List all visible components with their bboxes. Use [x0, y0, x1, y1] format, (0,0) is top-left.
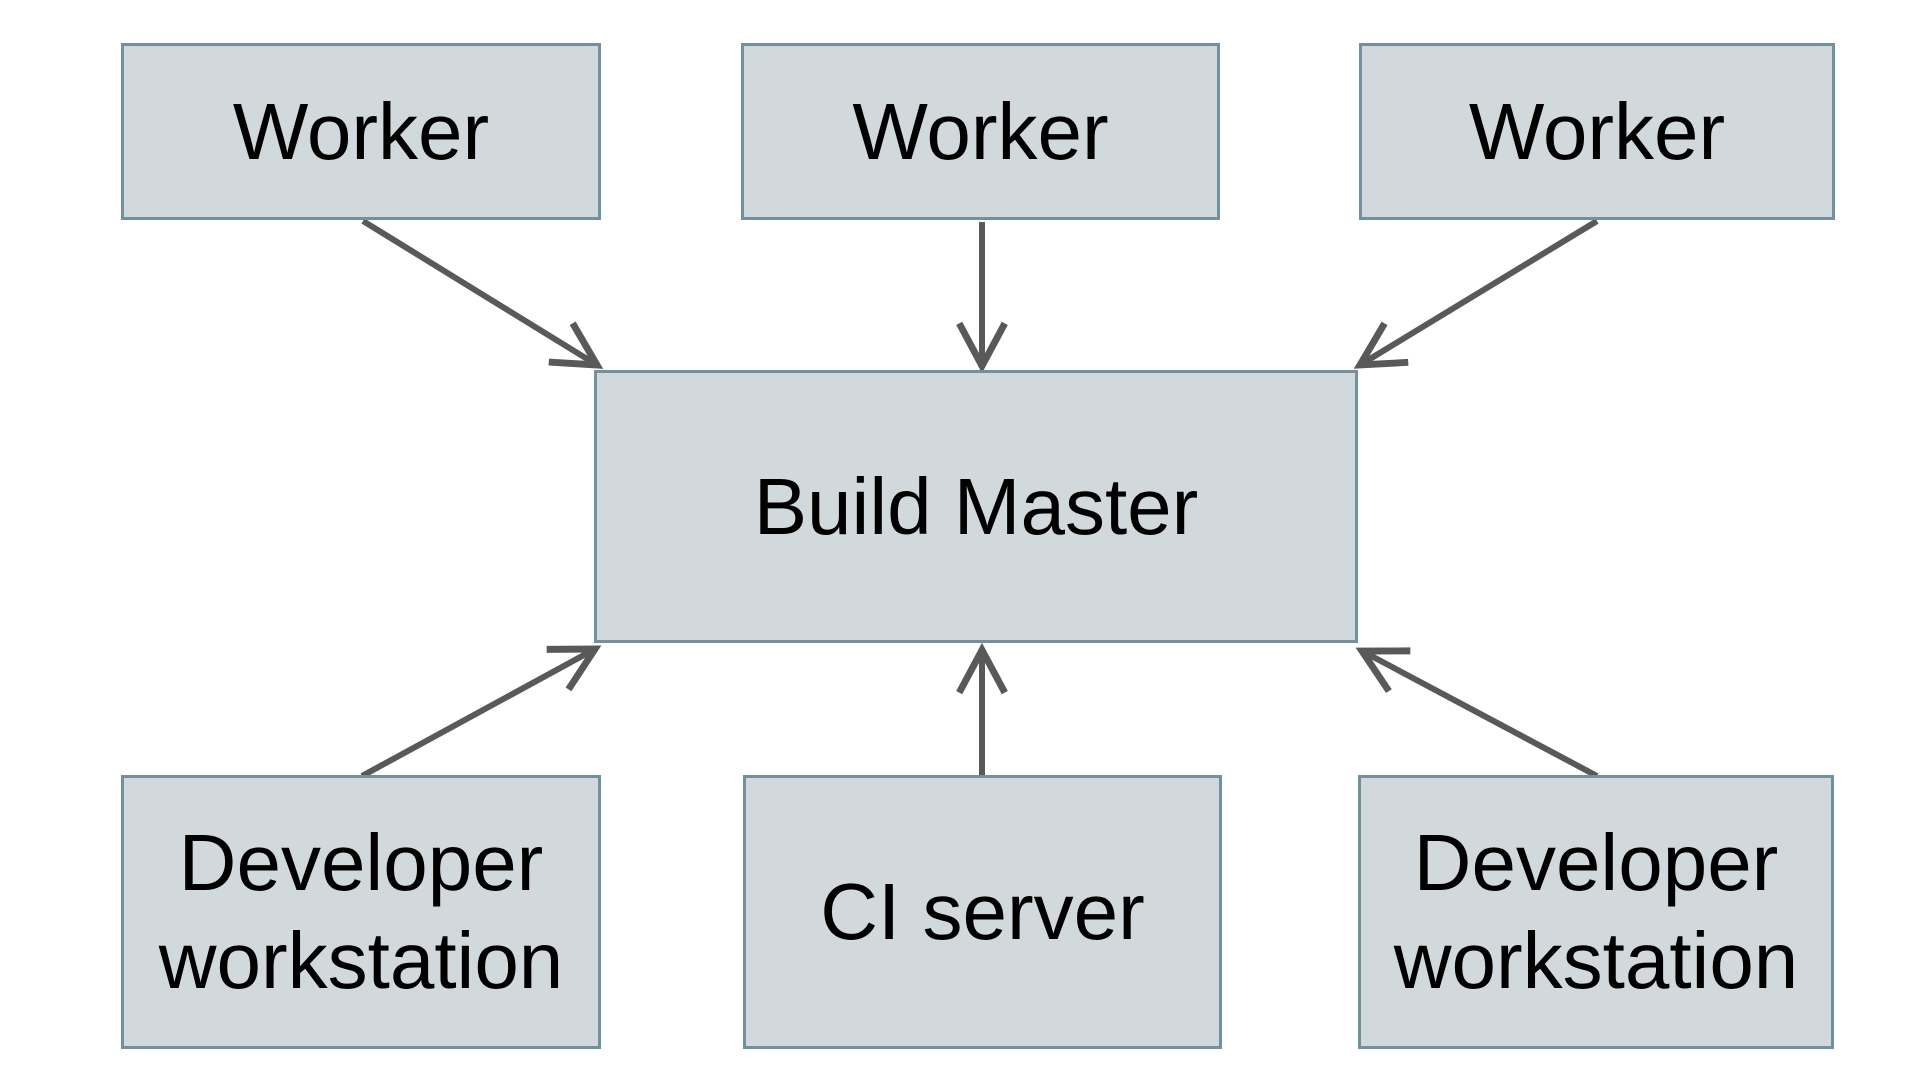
node-worker-right: Worker: [1359, 43, 1835, 220]
edge-worker-right-to-build-master: [1353, 218, 1599, 369]
node-label: Developer workstation: [1393, 818, 1799, 1005]
node-developer-workstation-left: Developer workstation: [121, 775, 601, 1049]
node-build-master: Build Master: [594, 370, 1358, 643]
node-worker-center: Worker: [741, 43, 1220, 220]
edge-dev-left-to-build-master: [360, 645, 602, 779]
edge-worker-left-to-build-master: [361, 218, 604, 369]
node-label: Build Master: [753, 461, 1199, 551]
node-worker-left: Worker: [121, 43, 601, 220]
node-label: CI server: [820, 867, 1145, 957]
edge-dev-right-to-build-master: [1355, 647, 1599, 779]
node-label: Worker: [852, 86, 1109, 176]
node-developer-workstation-right: Developer workstation: [1358, 775, 1834, 1049]
node-label: Worker: [232, 86, 490, 176]
node-label: Developer workstation: [158, 818, 564, 1005]
node-ci-server: CI server: [743, 775, 1222, 1049]
node-label: Worker: [1468, 86, 1726, 176]
